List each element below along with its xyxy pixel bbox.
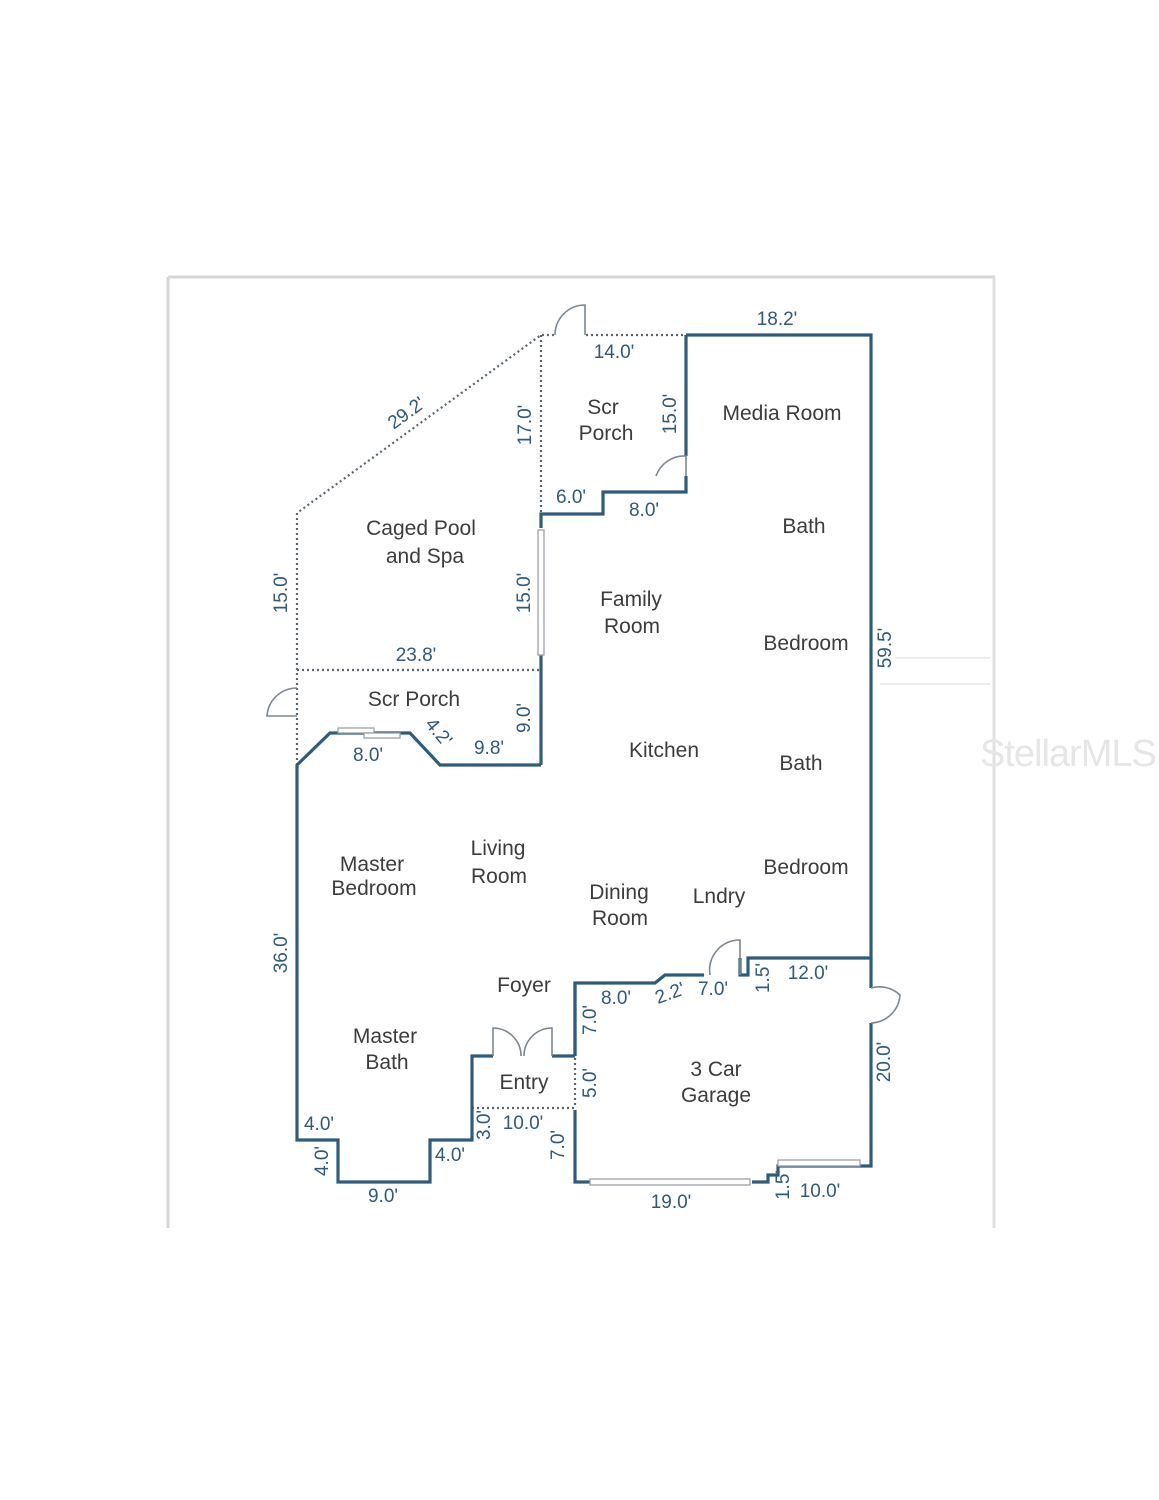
room-bedroom-lower: Bedroom (763, 856, 848, 879)
dim-mbath-left: 4.0' (304, 1114, 334, 1135)
dim-garage-step-a: 1.5' (753, 963, 774, 993)
room-bedroom-upper: Bedroom (763, 632, 848, 655)
dim-scr-porch-right: 9.0' (514, 703, 535, 733)
dim-garage-top-d: 12.0' (788, 963, 829, 984)
dim-garage-left-lower: 7.0' (548, 1130, 569, 1160)
room-foyer: Foyer (497, 974, 551, 997)
dim-pool-bottom: 23.8' (396, 645, 437, 666)
dim-mbath-bottom: 9.0' (368, 1186, 398, 1207)
dim-bay-angle: 4.2' (421, 714, 456, 751)
dim-porch-top: 14.0' (594, 342, 635, 363)
dim-entry-bottom: 10.0' (503, 1113, 544, 1134)
room-scr-porch-mid: Scr Porch (368, 688, 460, 711)
room-entry: Entry (499, 1071, 549, 1094)
doors (266, 304, 901, 1057)
dim-porch-step-a: 6.0' (556, 487, 586, 508)
dim-east-wall: 59.5' (875, 628, 896, 669)
dim-garage-left-upper: 7.0' (580, 1005, 601, 1035)
dim-pool-diagonal: 29.2' (384, 393, 429, 434)
room-bath-lower: Bath (779, 752, 822, 775)
room-media-room: Media Room (722, 402, 841, 425)
dim-pool-right-upper: 17.0' (515, 405, 536, 446)
dim-pool-left: 15.0' (271, 573, 292, 614)
dim-garage-bottom-b: 10.0' (800, 1181, 841, 1202)
dim-media-top: 18.2' (757, 309, 798, 330)
dim-garage-right: 20.0' (874, 1042, 895, 1083)
dim-garage-top-c: 7.0' (698, 979, 728, 1000)
dim-garage-top-b: 2.2' (652, 979, 687, 1009)
dim-bay-window: 8.0' (353, 745, 383, 766)
watermark: StellarMLS (980, 733, 1156, 775)
dim-garage-step-b: 1.5' (773, 1170, 794, 1200)
dim-garage-top-a: 8.0' (601, 988, 631, 1009)
dim-west-wall: 36.0' (271, 933, 292, 974)
sheet-frame (166, 275, 996, 1228)
dimension-labels: 18.2' 14.0' 29.2' 17.0' 15.0' 6.0' 8.0' … (271, 309, 896, 1213)
dim-mbath-right: 4.0' (435, 1145, 465, 1166)
room-kitchen: Kitchen (629, 739, 699, 762)
dim-scr-porch-bottom: 9.8' (474, 738, 504, 759)
dim-porch-step-b: 8.0' (629, 500, 659, 521)
dim-garage-bottom: 19.0' (651, 1192, 692, 1213)
dim-porch-right: 15.0' (660, 394, 681, 435)
room-laundry: Lndry (693, 885, 746, 908)
dim-entry-step: 3.0' (474, 1110, 495, 1140)
dim-garage-left-mid: 5.0' (580, 1068, 601, 1098)
room-bath-upper: Bath (782, 515, 825, 538)
dim-pool-right-lower: 15.0' (514, 573, 535, 614)
windows (337, 529, 861, 1186)
dim-mbath-left-v: 4.0' (312, 1146, 333, 1176)
